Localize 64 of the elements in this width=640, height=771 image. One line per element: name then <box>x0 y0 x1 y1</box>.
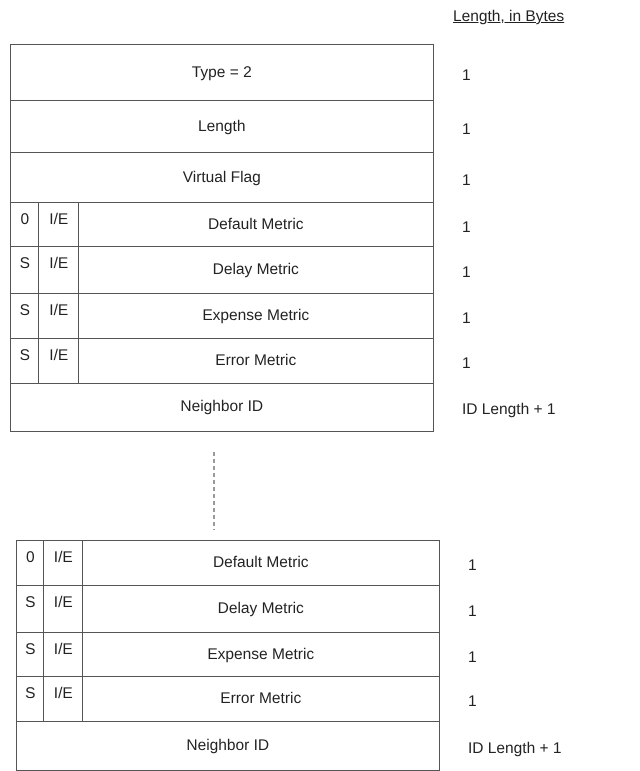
field-label: S <box>25 594 36 612</box>
field-label: Neighbor ID <box>186 737 270 755</box>
field-label: 0 <box>26 549 35 567</box>
field-label: I/E <box>54 641 73 659</box>
bit-field-cell <box>43 585 84 634</box>
bit-field-cell <box>38 338 80 384</box>
field-length: 1 <box>462 120 471 139</box>
field-label: Neighbor ID <box>180 398 264 416</box>
field-length: 1 <box>462 218 471 237</box>
field-label: S <box>20 302 30 320</box>
field-cell <box>16 721 440 771</box>
column-heading: Length, in Bytes <box>453 8 564 26</box>
bit-field-cell <box>43 676 84 722</box>
field-label: I/E <box>49 255 68 273</box>
field-length: ID Length + 1 <box>462 401 556 420</box>
field-cell <box>82 632 440 678</box>
field-label: 0 <box>20 211 30 229</box>
field-label: Expense Metric <box>207 646 314 664</box>
field-label: Expense Metric <box>202 307 310 326</box>
field-length: 1 <box>462 355 471 374</box>
field-length: 1 <box>462 264 471 282</box>
field-length: ID Length + 1 <box>468 740 562 758</box>
field-cell <box>78 293 434 340</box>
field-length: 1 <box>462 172 471 190</box>
field-label: Length <box>198 118 246 136</box>
field-cell <box>78 338 434 384</box>
field-length: 1 <box>468 603 477 622</box>
bit-field-cell <box>38 293 80 340</box>
field-label: S <box>25 641 36 659</box>
field-label: Error Metric <box>220 690 302 708</box>
field-cell <box>78 202 434 248</box>
field-label: I/E <box>49 211 68 229</box>
field-cell <box>82 585 440 634</box>
field-cell <box>78 246 434 294</box>
field-cell <box>82 676 440 722</box>
field-length: 1 <box>468 648 477 667</box>
field-label: Delay Metric <box>212 261 299 280</box>
field-label: I/E <box>49 302 68 320</box>
field-cell <box>10 152 434 204</box>
field-label: S <box>20 347 30 365</box>
field-label: Default Metric <box>212 554 309 572</box>
bit-field-cell <box>38 246 80 294</box>
bit-field-cell <box>43 540 84 586</box>
field-length: 1 <box>462 66 471 85</box>
field-cell <box>10 100 434 154</box>
field-length: 1 <box>468 557 477 576</box>
field-label: Virtual Flag <box>182 168 261 187</box>
field-length: 1 <box>462 310 471 328</box>
bit-field-cell <box>43 632 84 678</box>
field-label: I/E <box>54 594 73 612</box>
field-cell <box>10 383 434 432</box>
field-length: 1 <box>468 693 477 712</box>
field-label: I/E <box>54 685 73 703</box>
field-cell <box>82 540 440 586</box>
field-label: Type = 2 <box>192 64 252 82</box>
field-label: Error Metric <box>215 352 296 370</box>
field-label: S <box>25 685 36 703</box>
field-label: I/E <box>54 549 73 567</box>
field-label: Default Metric <box>208 216 304 234</box>
field-label: I/E <box>49 347 68 365</box>
field-label: S <box>20 255 30 273</box>
bit-field-cell <box>38 202 80 248</box>
field-cell <box>10 44 434 102</box>
field-label: Delay Metric <box>218 600 304 618</box>
